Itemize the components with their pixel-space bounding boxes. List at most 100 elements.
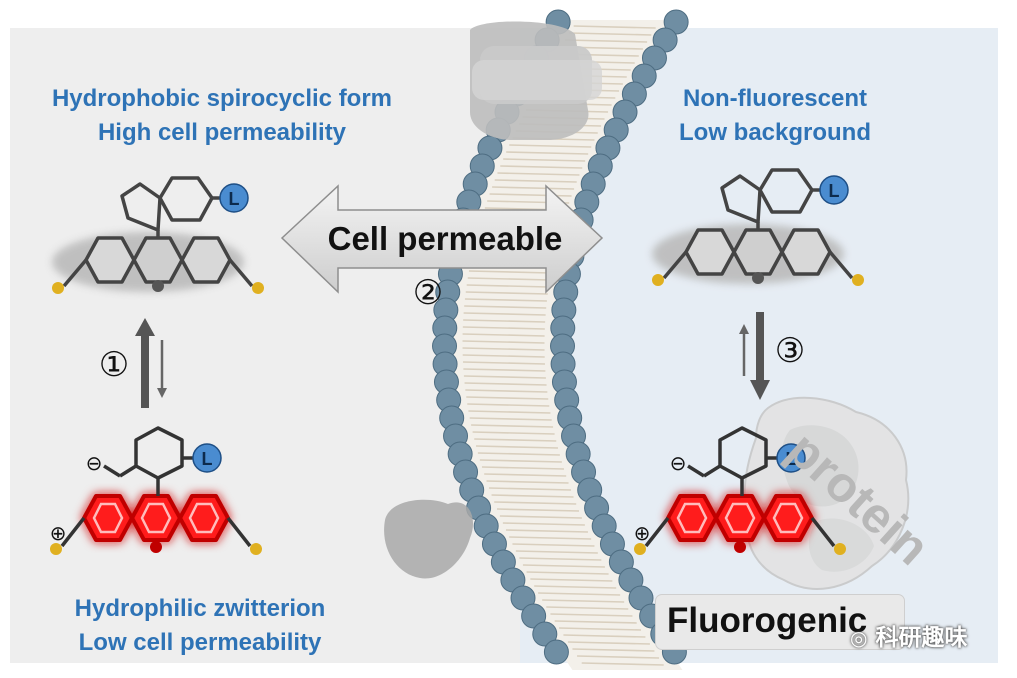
lipid-tail bbox=[542, 599, 625, 603]
lipid-tail bbox=[550, 613, 633, 617]
spirocyclic-molecule-right bbox=[652, 168, 864, 286]
lipid-head bbox=[663, 9, 689, 35]
lipid-tail bbox=[464, 382, 547, 386]
lipid-tail bbox=[565, 39, 648, 43]
wechat-icon: ◎ bbox=[850, 626, 868, 650]
lipid-tail bbox=[463, 375, 546, 379]
left-bottom-line1: Hydrophilic zwitterion bbox=[74, 595, 326, 622]
lipid-tail bbox=[494, 501, 577, 505]
lipid-tail bbox=[472, 431, 555, 435]
lipid-tail bbox=[497, 172, 580, 176]
lipid-tail bbox=[465, 291, 548, 295]
lipid-tail bbox=[465, 389, 548, 393]
lipid-tail bbox=[492, 186, 575, 190]
lipid-tail bbox=[572, 648, 655, 652]
lipid-tail bbox=[479, 459, 562, 463]
right-top-line2: Low background bbox=[679, 119, 871, 146]
lipid-tail bbox=[462, 326, 545, 330]
cell-permeable-label: Cell permeable bbox=[328, 220, 563, 257]
lipid-tail bbox=[512, 543, 595, 547]
lipid-tail bbox=[486, 480, 569, 484]
lipid-tail bbox=[469, 417, 552, 421]
left-bottom-line2: Low cell permeability bbox=[78, 629, 322, 656]
lipid-tail bbox=[559, 627, 642, 631]
lipid-tail bbox=[462, 340, 545, 344]
lipid-tail bbox=[489, 193, 572, 197]
lipid-tail bbox=[509, 144, 592, 148]
fluorogenic-badge bbox=[655, 594, 905, 650]
lipid-tail bbox=[462, 361, 545, 365]
step-1-label: ① bbox=[99, 345, 129, 385]
lipid-tail bbox=[503, 158, 586, 162]
membrane-channel-protein bbox=[470, 21, 602, 141]
spirocyclic-molecule-left bbox=[52, 176, 264, 294]
lipid-tail bbox=[496, 508, 580, 512]
lipid-tail bbox=[569, 32, 652, 36]
lipid-tail bbox=[474, 438, 557, 442]
lipid-tail bbox=[468, 410, 551, 414]
lipid-tail bbox=[534, 585, 617, 589]
lipid-head bbox=[532, 621, 558, 647]
lipid-tail bbox=[567, 641, 650, 645]
lipid-tail bbox=[506, 151, 589, 155]
equilibrium-arrows-left bbox=[135, 318, 167, 408]
left-top-line2: High cell permeability bbox=[97, 119, 347, 146]
membrane-embedded-protein bbox=[384, 499, 474, 579]
lipid-tail bbox=[491, 494, 574, 498]
step-3-label: ③ bbox=[775, 331, 805, 371]
step-2-label: ② bbox=[413, 273, 443, 313]
lipid-tail bbox=[471, 424, 554, 428]
lipid-tail bbox=[484, 473, 567, 477]
lipid-tail bbox=[462, 347, 545, 351]
lipid-head bbox=[521, 603, 547, 629]
lipid-tail bbox=[515, 550, 598, 554]
lipid-tail bbox=[463, 368, 546, 372]
lipid-tail bbox=[468, 270, 551, 274]
lipid-tail bbox=[463, 319, 546, 323]
zwitterion-molecule-right bbox=[634, 426, 846, 555]
watermark: ◎ 科研趣味 bbox=[850, 618, 967, 652]
left-top-caption: Hydrophobic spirocyclic form High cell p… bbox=[18, 82, 426, 150]
fluorogenic-label: Fluorogenic bbox=[667, 601, 868, 640]
lipid-head bbox=[543, 639, 569, 665]
lipid-tail bbox=[463, 312, 546, 316]
zwitterion-molecule-left bbox=[50, 426, 262, 555]
lipid-tail bbox=[467, 277, 550, 281]
ligand-label-right-bottom: L bbox=[786, 449, 797, 469]
left-bottom-caption: Hydrophilic zwitterion Low cell permeabi… bbox=[30, 592, 370, 660]
lipid-tail bbox=[581, 662, 664, 666]
lipid-tail bbox=[502, 522, 585, 526]
minus-charge-left: ⊖ bbox=[86, 451, 103, 475]
lipid-tail bbox=[466, 284, 549, 288]
lipid-tail bbox=[462, 354, 545, 358]
right-top-caption: Non-fluorescent Low background bbox=[655, 82, 895, 150]
lipid-tail bbox=[546, 606, 629, 610]
lipid-tail bbox=[488, 487, 572, 491]
lipid-tail bbox=[526, 571, 609, 575]
ligand-label-left-top: L bbox=[229, 189, 240, 209]
lipid-tail bbox=[554, 620, 637, 624]
lipid-tail bbox=[464, 298, 547, 302]
equilibrium-arrows-right bbox=[739, 312, 770, 400]
lipid-tail bbox=[481, 466, 564, 470]
lipid-tail bbox=[466, 396, 549, 400]
lipid-tail bbox=[573, 25, 656, 29]
lipid-tail bbox=[500, 165, 583, 169]
ligand-label-left-bottom: L bbox=[202, 449, 213, 469]
plus-charge-right: ⊕ bbox=[634, 521, 651, 545]
lipid-tail bbox=[467, 403, 550, 407]
lipid-tail bbox=[563, 634, 646, 638]
lipid-tail bbox=[577, 655, 660, 659]
lipid-tail bbox=[509, 536, 592, 540]
minus-charge-right: ⊖ bbox=[670, 451, 687, 475]
watermark-text: 科研趣味 bbox=[875, 625, 968, 651]
lipid-tail bbox=[464, 305, 547, 309]
lipid-tail bbox=[522, 564, 605, 568]
plus-charge-left: ⊕ bbox=[50, 521, 67, 545]
lipid-tail bbox=[475, 445, 559, 449]
lipid-tail bbox=[477, 452, 560, 456]
lipid-tail bbox=[462, 333, 545, 337]
lipid-tail bbox=[538, 592, 621, 596]
